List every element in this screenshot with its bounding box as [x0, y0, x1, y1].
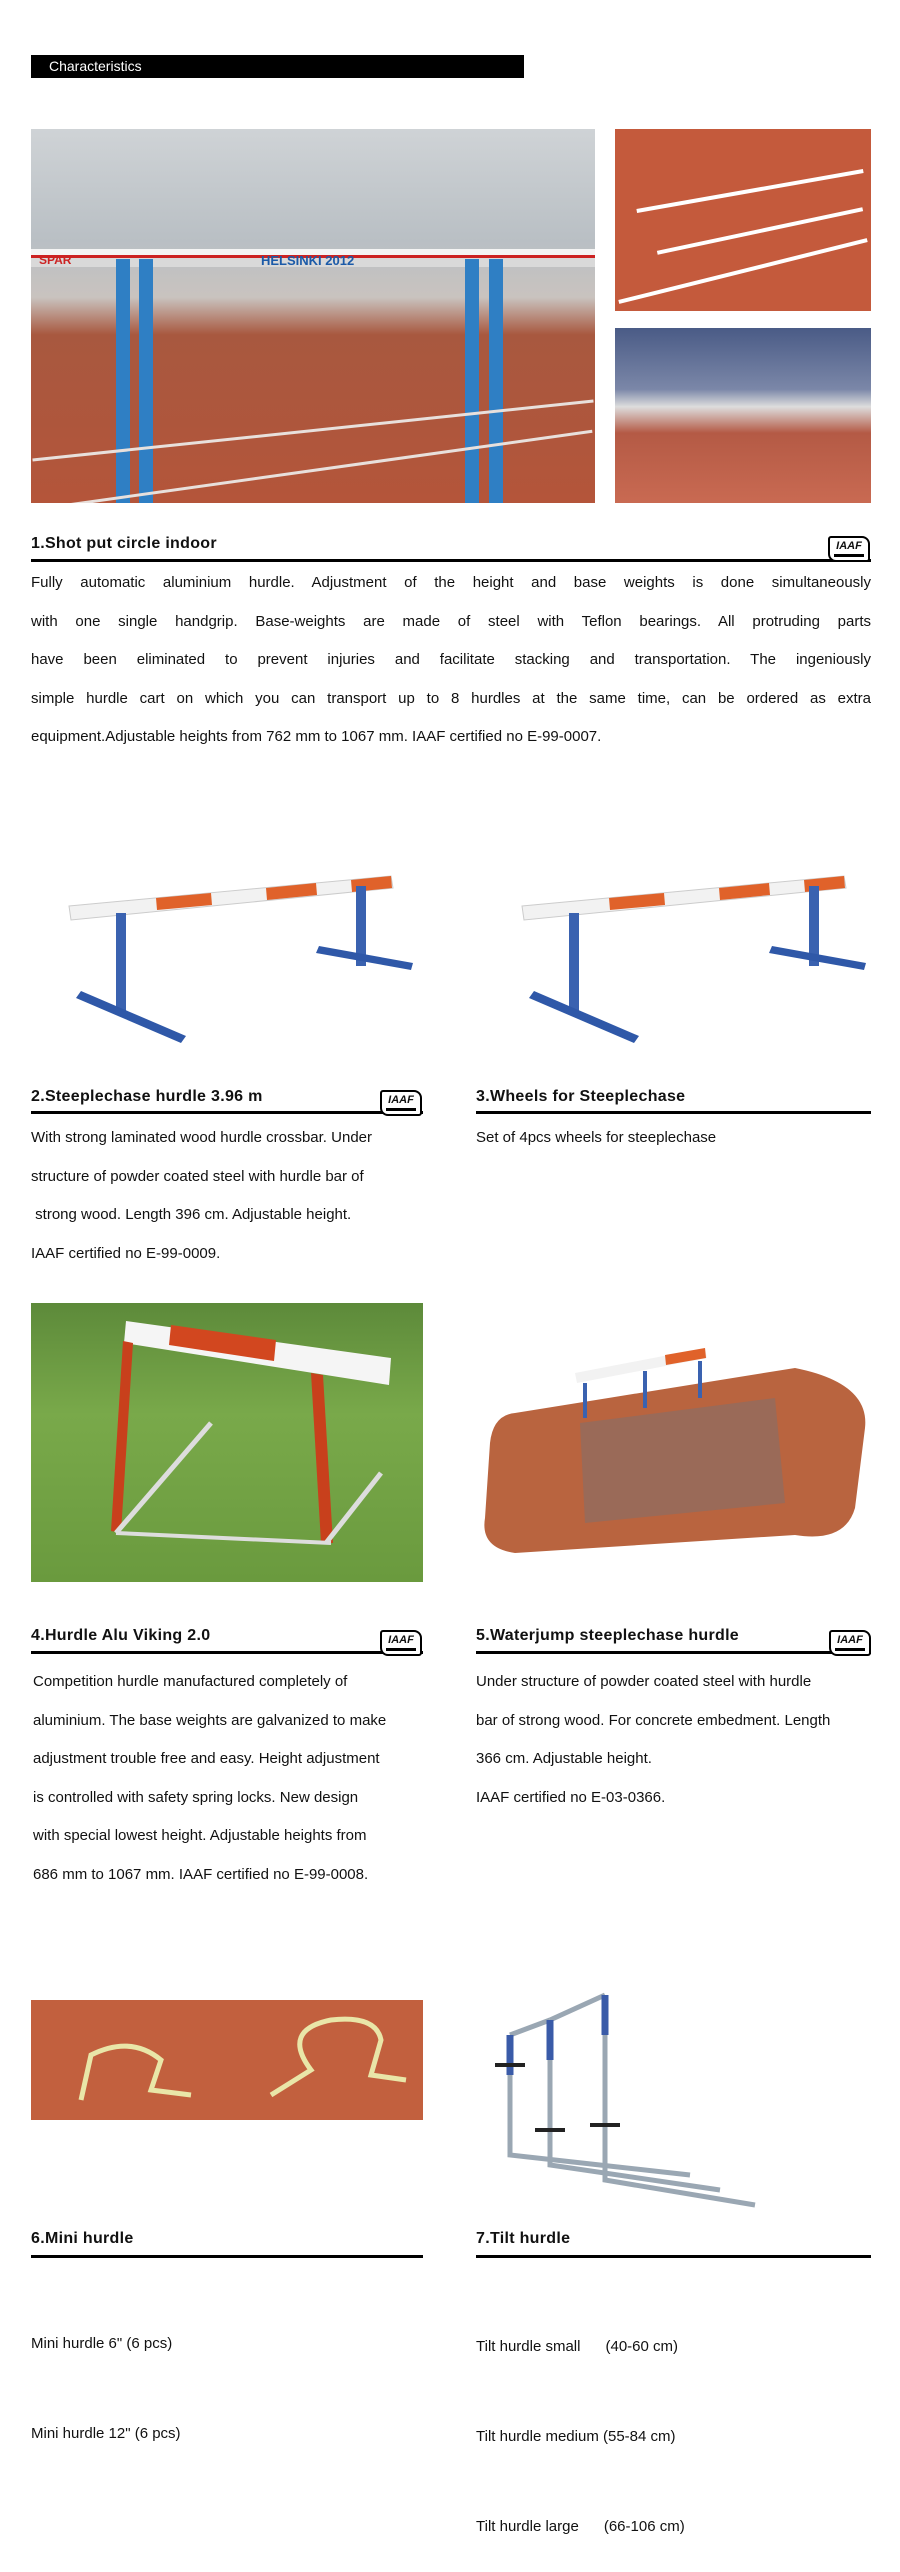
section-title-tilt-hurdle: 7.Tilt hurdle	[476, 2230, 571, 2247]
text-line: With strong laminated wood hurdle crossb…	[31, 1129, 373, 1146]
tilt-hurdle-image	[495, 1992, 756, 2208]
section-description-steeplechase-hurdle: With strong laminated wood hurdle crossb…	[31, 1119, 431, 1273]
stadium-crowd-photo	[615, 328, 871, 503]
text-line: bar of strong wood. For concrete embedme…	[476, 1711, 831, 1729]
section-description-alu-viking: Competition hurdle manufactured complete…	[33, 1663, 433, 1894]
list-item: Tilt hurdle large (66-106 cm)	[476, 2518, 685, 2535]
tilt-hurdle-list: Tilt hurdle small (40-60 cm) Tilt hurdle…	[476, 2272, 685, 2572]
text-line: strong wood. Length 396 cm. Adjustable h…	[31, 1206, 352, 1223]
section-title-steeplechase-hurdle: 2.Steeplechase hurdle 3.96 m	[31, 1088, 263, 1105]
text-line: Fully automatic aluminium hurdle. Adjust…	[31, 574, 871, 591]
text-line: have been eliminated to prevent injuries…	[31, 651, 871, 668]
text-line: Set of 4pcs wheels for steeplechase	[476, 1129, 717, 1146]
text-line: is controlled with safety spring locks. …	[33, 1788, 359, 1806]
text-line: IAAF certified no E-99-0009.	[31, 1244, 221, 1262]
text-line: structure of powder coated steel with hu…	[31, 1167, 364, 1185]
text-line: equipment.Adjustable heights from 762 mm…	[31, 728, 602, 745]
iaaf-badge-icon: IAAF	[829, 1630, 871, 1656]
section-title-waterjump: 5.Waterjump steeplechase hurdle	[476, 1627, 740, 1644]
text-line: Competition hurdle manufactured complete…	[33, 1673, 348, 1690]
list-item: Tilt hurdle small (40-60 cm)	[476, 2338, 678, 2355]
waterjump-hurdle-image	[484, 1348, 866, 1553]
text-line: Under structure of powder coated steel w…	[476, 1673, 812, 1690]
sponsor-text: SPAR	[39, 253, 72, 267]
text-line: adjustment trouble free and easy. Height…	[33, 1750, 380, 1767]
hurdles-stadium-photo: HELSINKI 2012 SPAR	[31, 129, 595, 503]
text-line: aluminium. The base weights are galvaniz…	[33, 1711, 387, 1729]
section-title-mini-hurdle: 6.Mini hurdle	[31, 2230, 134, 2247]
iaaf-badge-icon: IAAF	[828, 536, 870, 562]
text-line: 366 cm. Adjustable height.	[476, 1750, 652, 1767]
section-description-waterjump: Under structure of powder coated steel w…	[476, 1663, 876, 1817]
text-line: simple hurdle cart on which you can tran…	[31, 689, 871, 707]
list-item: Tilt hurdle medium (55-84 cm)	[476, 2428, 676, 2445]
list-item: Mini hurdle 6" (6 pcs)	[31, 2335, 173, 2352]
text-line: with one single handgrip. Base-weights a…	[31, 612, 871, 630]
section-title-alu-viking: 4.Hurdle Alu Viking 2.0	[31, 1627, 211, 1644]
steeplechase-hurdle-image	[68, 875, 413, 1043]
list-item: Mini hurdle 12" (6 pcs)	[31, 2425, 181, 2442]
section-header: Characteristics	[31, 55, 524, 78]
iaaf-badge-icon: IAAF	[380, 1630, 422, 1656]
text-line: IAAF certified no E-03-0366.	[476, 1788, 666, 1806]
alu-viking-hurdle-photo	[31, 1303, 423, 1582]
wheels-steeplechase-image	[521, 875, 866, 1043]
section-description-wheels: Set of 4pcs wheels for steeplechase	[476, 1119, 876, 1158]
banner-text: HELSINKI 2012	[261, 253, 355, 268]
track-hurdles-photo	[615, 129, 871, 311]
section-title-shot-put: 1.Shot put circle indoor	[31, 535, 217, 552]
mini-hurdle-list: Mini hurdle 6" (6 pcs) Mini hurdle 12" (…	[31, 2269, 181, 2479]
section-description-shot-put: Fully automatic aluminium hurdle. Adjust…	[31, 564, 871, 757]
iaaf-badge-icon: IAAF	[380, 1090, 422, 1116]
text-line: with special lowest height. Adjustable h…	[33, 1827, 367, 1844]
section-title-wheels: 3.Wheels for Steeplechase	[476, 1088, 686, 1105]
text-line: 686 mm to 1067 mm. IAAF certified no E-9…	[33, 1865, 369, 1883]
mini-hurdle-photo	[31, 2000, 423, 2120]
